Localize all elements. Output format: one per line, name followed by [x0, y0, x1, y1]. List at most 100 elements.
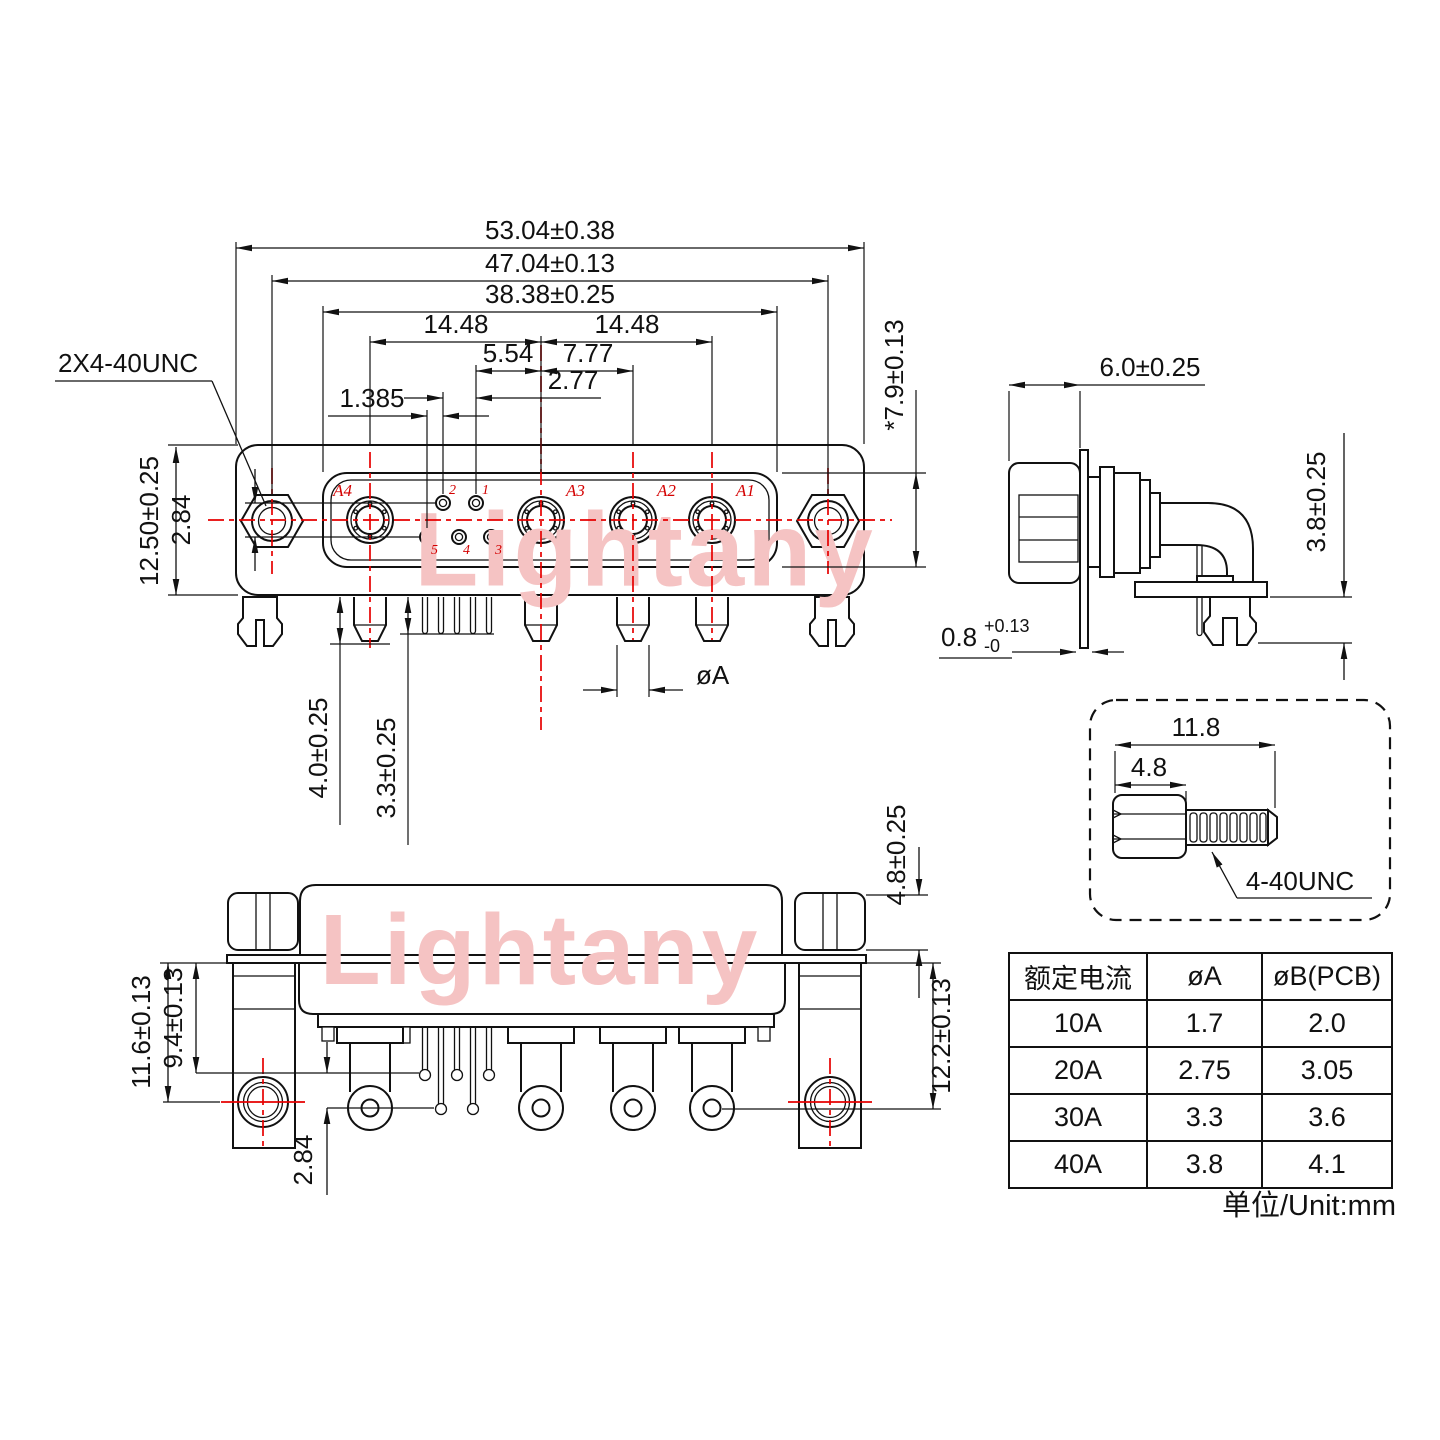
svg-text:9.4±0.13: 9.4±0.13: [158, 967, 188, 1068]
side-step-3: [1113, 472, 1141, 574]
svg-text:14.48: 14.48: [423, 309, 488, 339]
label-pin4: 4: [463, 543, 470, 558]
label-pin5: 5: [431, 543, 438, 558]
dim-front-row-offset: 1.385: [328, 383, 489, 528]
svg-text:12.2±0.13: 12.2±0.13: [926, 978, 956, 1093]
dim-bottom-nut-height: 4.8±0.25: [866, 804, 928, 998]
dim-front-pin-dia: øA: [583, 645, 730, 697]
svg-text:4.0±0.25: 4.0±0.25: [303, 697, 333, 798]
svg-text:47.04±0.13: 47.04±0.13: [485, 248, 615, 278]
bottom-insert-plate: [317, 1013, 775, 1028]
svg-text:0.8: 0.8: [941, 622, 977, 652]
svg-text:38.38±0.25: 38.38±0.25: [485, 279, 615, 309]
dim-front-shell-height: *7.9±0.13: [782, 319, 926, 568]
svg-text:4.8±0.25: 4.8±0.25: [881, 804, 911, 905]
dim-front-outer-width: 53.04±0.38: [235, 215, 865, 444]
watermark-front: Lightany: [414, 492, 875, 609]
side-hex-facets: [1018, 494, 1079, 563]
dim-front-shell-width: 38.38±0.25: [322, 279, 778, 472]
header-rated-current: 额定电流: [1008, 952, 1148, 1001]
table-row: 30A 3.3 3.6: [1008, 1093, 1393, 1142]
dim-bottom-right: 12.2±0.13: [722, 962, 956, 1110]
svg-text:-0: -0: [984, 636, 1000, 656]
dim-front-mount-span: 47.04±0.13: [271, 248, 829, 496]
label-pin3: 3: [494, 543, 502, 558]
bottom-hex-nut-left: [227, 892, 299, 951]
spec-table-header-row: 额定电流 øA øB(PCB): [1008, 952, 1393, 1001]
svg-text:4-40UNC: 4-40UNC: [1246, 866, 1354, 896]
dim-front-pin-length-b: 3.3±0.25: [371, 597, 494, 845]
spec-table: 额定电流 øA øB(PCB) 10A 1.7 2.0 20A 2.75 3.0…: [1008, 952, 1393, 1189]
side-step-2: [1099, 466, 1115, 578]
svg-text:*7.9±0.13: *7.9±0.13: [879, 319, 909, 430]
side-step-5: [1149, 492, 1161, 558]
svg-text:14.48: 14.48: [594, 309, 659, 339]
svg-text:2X4-40UNC: 2X4-40UNC: [58, 348, 198, 378]
svg-text:12.50±0.25: 12.50±0.25: [134, 456, 164, 586]
dim-front-554-777: 5.54 7.77: [475, 338, 634, 494]
header-dia-a: øA: [1146, 952, 1263, 1001]
dim-front-contact-pitch: 14.48 14.48: [369, 309, 713, 472]
watermark-bottom: Lightany: [320, 894, 761, 1006]
svg-text:11.6±0.13: 11.6±0.13: [126, 975, 156, 1089]
svg-text:6.0±0.25: 6.0±0.25: [1099, 352, 1200, 382]
side-board-lock: [1203, 596, 1257, 646]
svg-text:7.77: 7.77: [563, 338, 614, 368]
svg-text:53.04±0.38: 53.04±0.38: [485, 215, 615, 245]
dim-front-row-gap: 2.84: [166, 469, 436, 571]
side-view: 6.0±0.25 3.8±0.25 0.8 +0.13 -0: [939, 352, 1352, 680]
side-pin-pad: [1196, 575, 1234, 583]
dim-front-pin-pitch: 2.77: [404, 365, 601, 494]
side-bracket-plate: [1134, 581, 1268, 598]
bottom-hex-nut-right: [794, 892, 866, 951]
dim-side-depth: 6.0±0.25: [1008, 352, 1205, 461]
table-row: 40A 3.8 4.1: [1008, 1140, 1393, 1189]
front-board-lock-left: [237, 596, 283, 647]
dim-bottom-left-outer: 11.6±0.13: [126, 962, 230, 1103]
front-board-lock-right: [809, 596, 855, 647]
label-pin1: 1: [482, 483, 489, 498]
table-row: 20A 2.75 3.05: [1008, 1046, 1393, 1095]
side-contact-pin: [1196, 545, 1203, 637]
dim-side-flange-thickness: 0.8 +0.13 -0: [939, 616, 1124, 659]
dim-side-standoff: 3.8±0.25: [1258, 433, 1352, 680]
dim-bottom-row-gap: 2.84: [288, 1042, 434, 1195]
svg-text:3.3±0.25: 3.3±0.25: [371, 717, 401, 818]
bottom-view: Lightany 11.6±0.13: [126, 804, 956, 1195]
bottom-bracket-left: [232, 962, 296, 1149]
dim-screw-length: 11.8: [1114, 712, 1276, 808]
label-a4: A4: [332, 481, 352, 500]
screw-detail: 11.8 4.8 4-40UNC: [1088, 698, 1392, 922]
unit-note: 单位/Unit:mm: [1221, 1190, 1396, 1222]
screw-thread-callout: 4-40UNC: [1211, 851, 1372, 899]
svg-text:+0.13: +0.13: [984, 616, 1030, 636]
side-step-4: [1139, 479, 1151, 569]
label-a2: A2: [656, 481, 676, 500]
dim-front-pin-length-a: 4.0±0.25: [303, 597, 390, 825]
dim-bottom-left-inner: 9.4±0.13: [158, 963, 419, 1074]
bottom-tab-1: [321, 1026, 335, 1042]
label-a1: A1: [735, 481, 755, 500]
svg-text:2.77: 2.77: [548, 365, 599, 395]
screw-detail-box: [1088, 698, 1392, 922]
svg-text:2.84: 2.84: [166, 495, 196, 546]
dim-screw-head: 4.8: [1115, 752, 1187, 806]
dim-front-height: 12.50±0.25: [134, 444, 238, 596]
side-flange: [1079, 449, 1089, 649]
header-dia-b: øB(PCB): [1261, 952, 1393, 1001]
front-thread-callout: 2X4-40UNC: [55, 348, 267, 507]
bottom-tab-3: [757, 1026, 771, 1042]
label-a3: A3: [565, 481, 585, 500]
svg-text:2.84: 2.84: [288, 1135, 318, 1186]
svg-text:øA: øA: [696, 660, 730, 690]
side-elbow: [1159, 502, 1254, 583]
svg-text:3.8±0.25: 3.8±0.25: [1301, 451, 1331, 552]
svg-text:5.54: 5.54: [483, 338, 534, 368]
front-view: Lightany A4 A3 A2 A1 2 1 5 4 3 53.04±0.3…: [55, 215, 926, 845]
screw-thread: [1185, 807, 1278, 848]
svg-text:11.8: 11.8: [1172, 712, 1221, 742]
svg-text:1.385: 1.385: [339, 383, 404, 413]
table-row: 10A 1.7 2.0: [1008, 999, 1393, 1048]
